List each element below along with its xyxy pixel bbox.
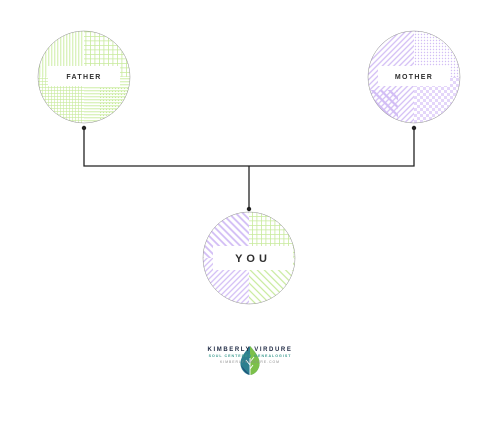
child-connector-dot bbox=[246, 206, 252, 212]
brand-name: KIMBERLY VIRDURE bbox=[207, 347, 293, 353]
mother-connector bbox=[249, 128, 415, 167]
mother-node: MOTHER bbox=[367, 30, 461, 124]
father-connector bbox=[83, 128, 249, 167]
father-label-box bbox=[48, 66, 120, 86]
you-label-box bbox=[213, 246, 293, 270]
you-label: YOU bbox=[235, 253, 271, 265]
mother-label-box bbox=[378, 66, 450, 86]
you-node: YOU bbox=[202, 211, 296, 305]
mother-label: MOTHER bbox=[395, 74, 433, 81]
mother-connector-dot bbox=[411, 125, 417, 131]
father-node: FATHER bbox=[37, 30, 131, 124]
brand-block: KIMBERLY VIRDURE SOUL CENTERED GENEALOGI… bbox=[170, 344, 330, 365]
brand-tagline: SOUL CENTERED GENEALOGIST bbox=[208, 354, 292, 358]
father-label: FATHER bbox=[66, 74, 101, 81]
father-connector-dot bbox=[81, 125, 87, 131]
brand-url: KIMBERLYVIRDURE.COM bbox=[219, 360, 280, 364]
connector-lines bbox=[83, 128, 415, 209]
leaf-tree-icon bbox=[240, 346, 260, 375]
